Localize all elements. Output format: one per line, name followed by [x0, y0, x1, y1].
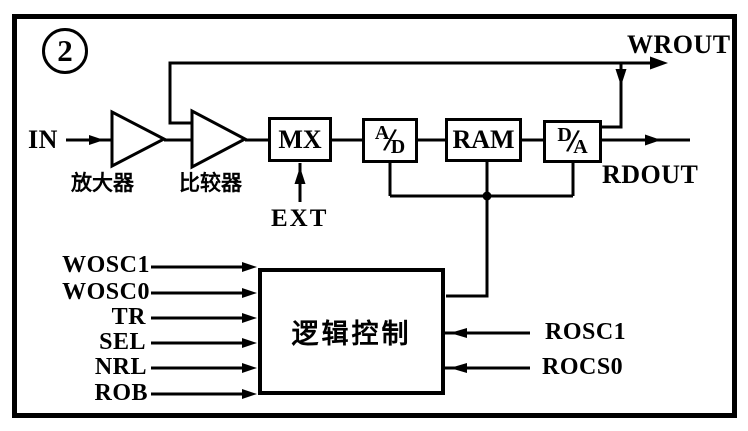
logic-control-label: 逻辑控制 [291, 319, 412, 349]
mx-label: MX [278, 124, 322, 154]
arrow-nrl-icon [242, 363, 257, 373]
amplifier-symbol [110, 109, 168, 169]
ad-block: A / D [362, 118, 418, 163]
junction-dot [482, 191, 492, 201]
ram-block: RAM [445, 118, 522, 162]
arrow-rosc1-icon [450, 328, 467, 338]
rdout-label: RDOUT [602, 160, 699, 189]
ext-label: EXT [271, 205, 329, 232]
wosc1-label: WOSC1 [62, 252, 150, 278]
comparator-symbol [190, 108, 249, 170]
ram-label: RAM [452, 125, 515, 154]
arrow-wosc0-icon [242, 288, 257, 298]
comparator-label: 比较器 [179, 171, 242, 195]
mx-block: MX [268, 117, 332, 162]
arrowheads [89, 56, 668, 399]
arrow-down-branch-icon [615, 69, 627, 86]
sel-label: SEL [99, 329, 146, 355]
da-label-bottom: A [573, 136, 588, 158]
diagram-frame [12, 14, 737, 418]
triangle-symbols [110, 108, 249, 170]
nrl-label: NRL [94, 354, 147, 380]
wire-feedback-wrout [168, 61, 654, 125]
rocs0-label: ROCS0 [542, 354, 624, 380]
arrow-wosc1-icon [242, 262, 257, 272]
arrow-rocs0-icon [450, 363, 467, 373]
figure-number: 2 [57, 33, 73, 68]
rob-label: ROB [94, 380, 148, 406]
ad-label-bottom: D [390, 136, 406, 158]
da-label-top: D [557, 124, 572, 146]
da-label: D / A [557, 122, 588, 160]
rosc1-label: ROSC1 [545, 319, 627, 345]
wrout-label: WROUT [627, 30, 731, 59]
arrow-ext-icon [294, 167, 306, 184]
tr-label: TR [111, 304, 146, 330]
ad-label-top: A [374, 122, 390, 144]
amplifier-label: 放大器 [71, 171, 134, 195]
arrow-tr-icon [242, 313, 257, 323]
arrow-rob-icon [242, 389, 257, 399]
wire-bus-logic [446, 162, 489, 298]
arrow-rdout-icon [645, 134, 661, 146]
signal-wires [66, 61, 690, 298]
in-label: IN [28, 125, 58, 154]
arrow-wrout-icon [650, 56, 668, 70]
logic-control-block: 逻辑控制 [258, 268, 445, 395]
arrow-in-icon [89, 135, 104, 145]
arrow-sel-icon [242, 338, 257, 348]
da-block: D / A [543, 120, 602, 163]
ad-label: A / D [375, 121, 405, 160]
figure-number-badge: 2 [42, 28, 88, 74]
wosc0-label: WOSC0 [62, 279, 150, 305]
